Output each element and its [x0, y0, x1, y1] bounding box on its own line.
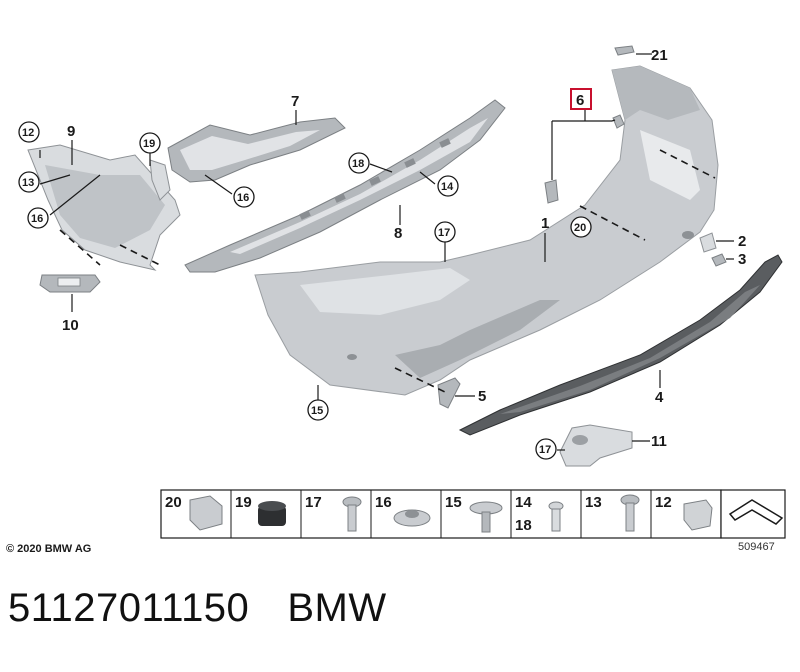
diagram-reference-number: 509467 — [738, 541, 775, 553]
reflector-brackets — [544, 114, 625, 204]
callout-3: 3 — [738, 251, 746, 268]
callout-9: 9 — [67, 123, 75, 140]
callout-16-mid: 16 — [237, 192, 249, 204]
callout-7: 7 — [291, 93, 299, 110]
callout-14: 14 — [441, 181, 454, 193]
strip-label-17: 17 — [305, 494, 322, 511]
brand-name: BMW — [287, 586, 387, 630]
exhaust-trim-bracket — [559, 424, 633, 467]
callout-6: 6 — [576, 92, 584, 109]
bumper-carrier — [184, 99, 506, 273]
strip-label-15: 15 — [445, 494, 462, 511]
callout-1: 1 — [541, 215, 549, 232]
callout-17-bottom: 17 — [539, 444, 551, 456]
strip-label-19: 19 — [235, 494, 252, 511]
lower-left-bracket — [39, 274, 101, 293]
strip-label-16: 16 — [375, 494, 392, 511]
callout-8: 8 — [394, 225, 402, 242]
callout-19: 19 — [143, 138, 155, 150]
callout-4: 4 — [655, 389, 664, 406]
callout-12: 12 — [22, 127, 34, 139]
strip-label-14: 14 — [515, 494, 532, 511]
upper-support-bracket — [167, 117, 346, 183]
strip-label-12: 12 — [655, 494, 672, 511]
clip-part-21 — [614, 45, 635, 56]
leader-lines — [39, 53, 734, 451]
callout-16-left: 16 — [31, 213, 43, 225]
callout-2: 2 — [738, 233, 746, 250]
part-number: 51127011150 — [8, 586, 250, 630]
left-side-bracket — [27, 144, 181, 271]
fastener-strip: 20 19 17 16 15 14 18 13 12 — [160, 489, 786, 539]
expanding-nut-icon-15 — [469, 501, 503, 533]
strip-label-18: 18 — [515, 517, 532, 534]
screw-icon-17 — [342, 496, 362, 532]
callout-numbers: 1 2 3 4 5 6 7 8 9 10 11 21 12 13 16 19 1… — [18, 47, 746, 460]
rear-bumper-panel — [254, 65, 719, 396]
callout-10: 10 — [62, 317, 79, 334]
rivet-icon-14-18 — [548, 501, 564, 532]
strip-label-13: 13 — [585, 494, 602, 511]
highlight-box-6 — [570, 88, 592, 110]
callout-17-top: 17 — [438, 227, 450, 239]
rear-diffuser-trim — [458, 254, 783, 436]
callout-15: 15 — [311, 405, 323, 417]
clip-icon-20 — [189, 495, 223, 531]
nut-icon-16 — [393, 509, 431, 527]
part-caption: 51127011150 BMW — [8, 586, 387, 631]
bracket-part-5 — [437, 377, 461, 409]
callout-11: 11 — [651, 433, 667, 450]
tow-hook-cover — [699, 232, 727, 267]
callout-21: 21 — [651, 47, 668, 64]
parts-diagram: 1 2 3 4 5 6 7 8 9 10 11 21 12 13 16 19 1… — [18, 45, 786, 539]
copyright-notice: © 2020 BMW AG — [6, 543, 92, 555]
rubber-buffer-icon-19 — [258, 501, 286, 526]
callout-5: 5 — [478, 388, 486, 405]
kit-symbol-icon — [728, 499, 784, 525]
callout-13: 13 — [22, 177, 34, 189]
clip-nut-icon-12 — [683, 499, 713, 531]
screw-icon-13 — [620, 494, 640, 532]
callout-20: 20 — [574, 222, 586, 234]
strip-label-20: 20 — [165, 494, 182, 511]
callout-18: 18 — [352, 158, 364, 170]
